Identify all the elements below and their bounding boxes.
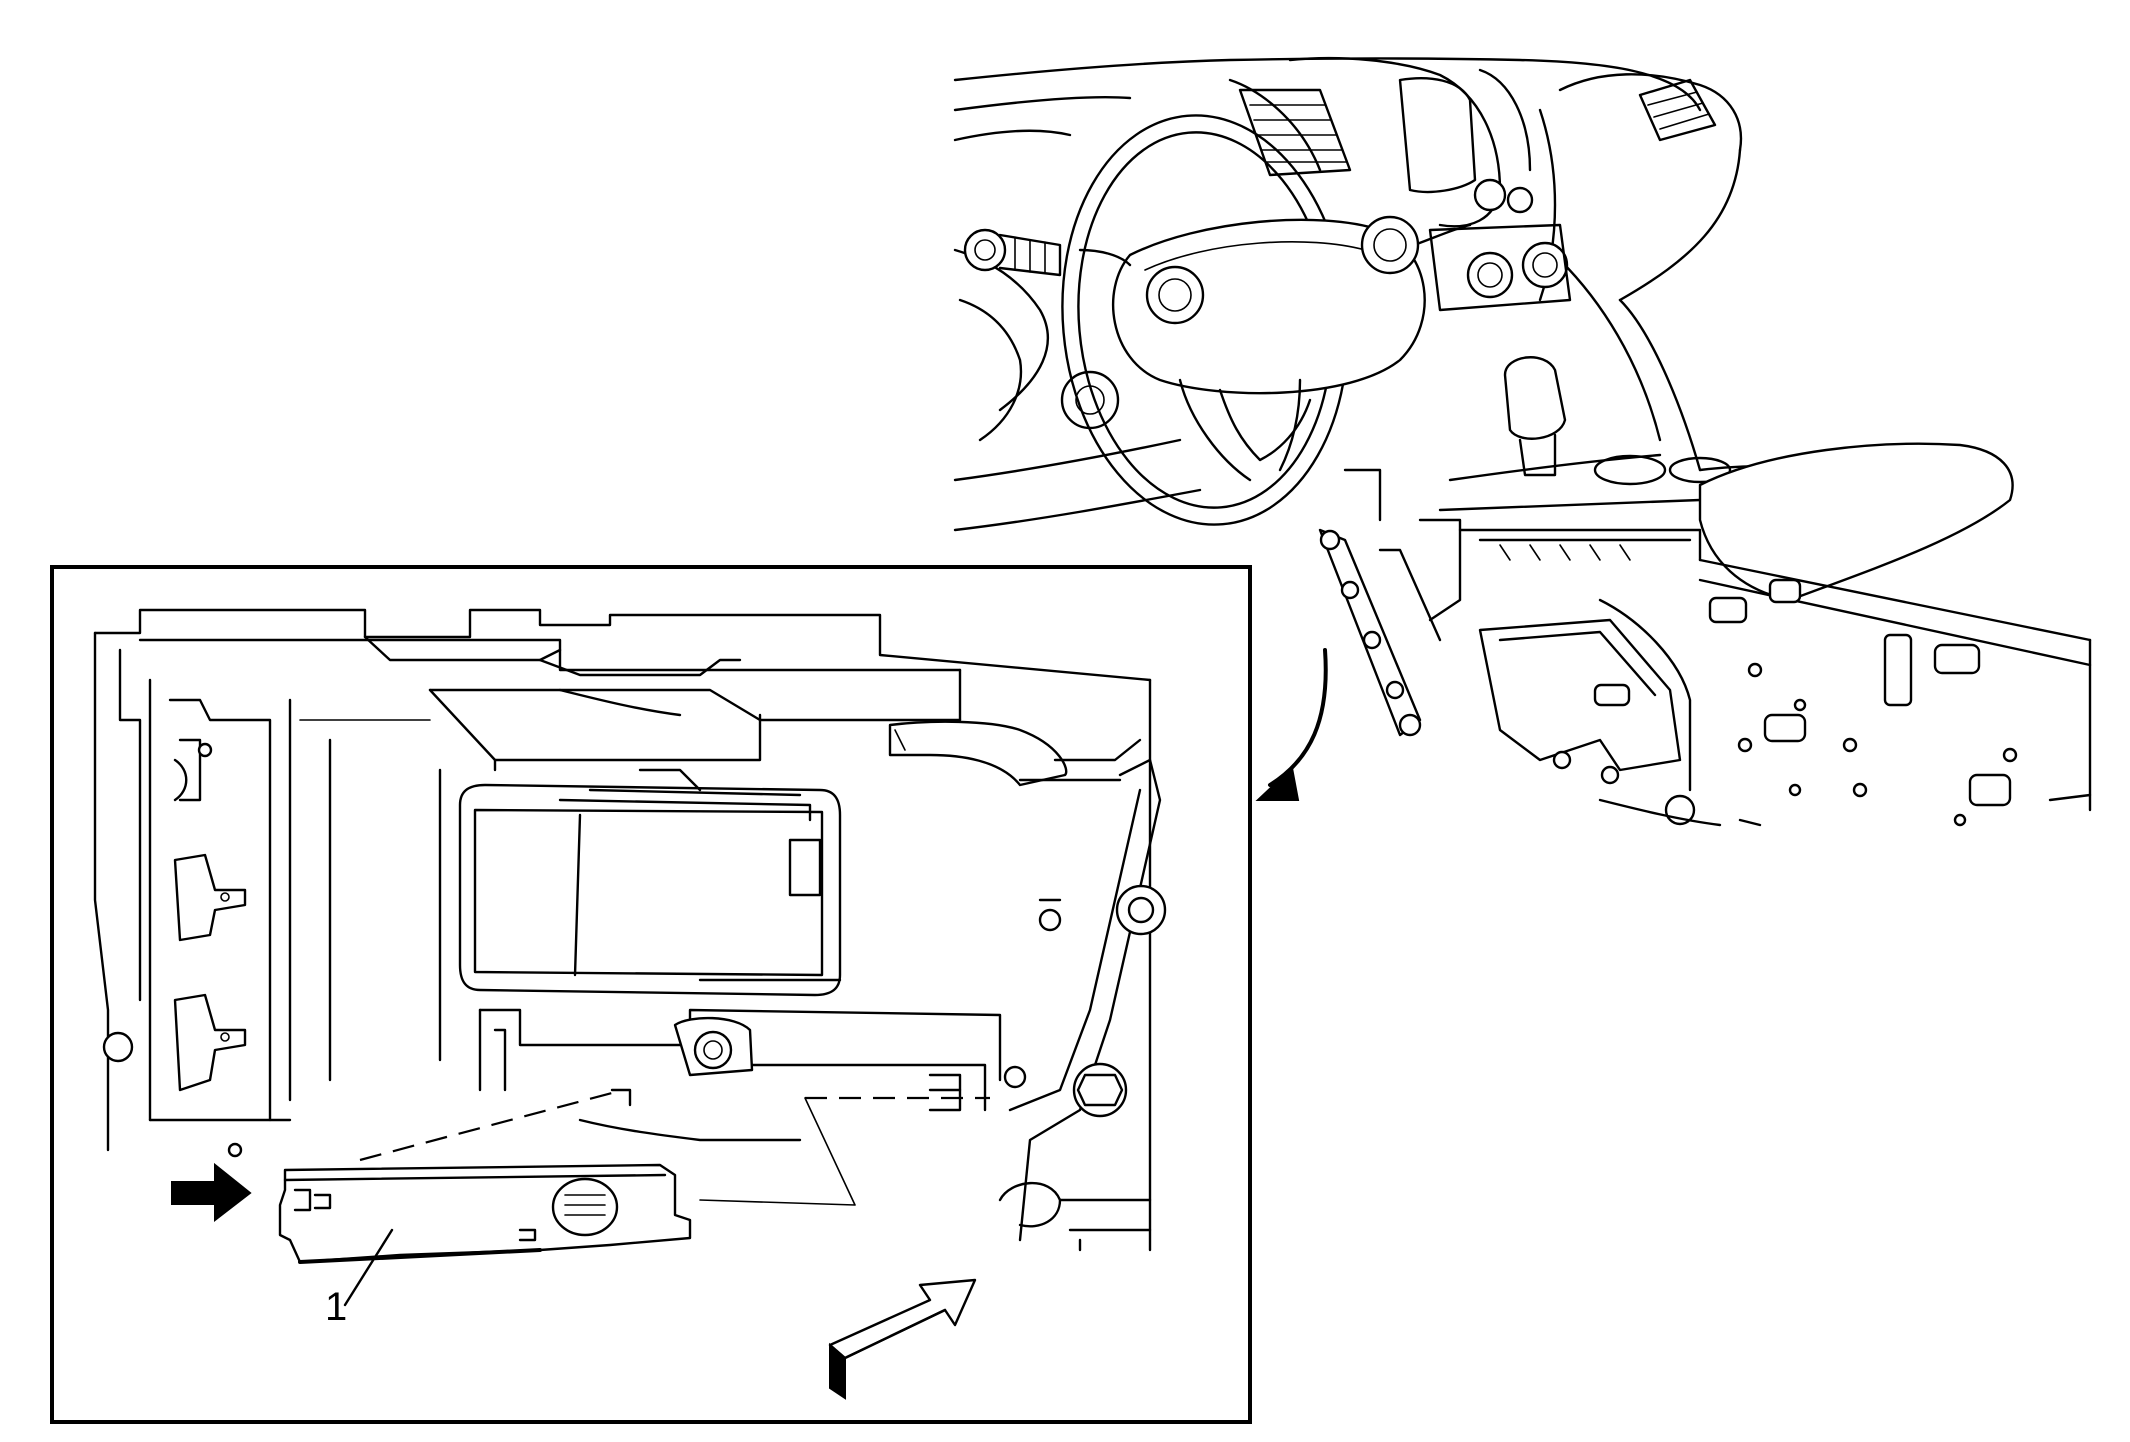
detail-view: 1 (50, 565, 1252, 1424)
left-bolt (102, 1031, 134, 1063)
install-guide-line (359, 1091, 613, 1162)
steering-wheel-button-right (1360, 215, 1420, 275)
center-vent (1238, 88, 1352, 177)
steering-column-brace (1318, 468, 1442, 737)
retainer-slot-vertical (1883, 633, 1913, 707)
detail-view-frame (50, 565, 1252, 1424)
module-bracket (478, 1008, 1002, 1142)
cupholder-front (1593, 454, 1667, 486)
hvac-duct (458, 783, 842, 997)
install-direction-arrow (828, 1278, 977, 1400)
bracket-plate (1478, 618, 1682, 772)
left-vent-knob (1060, 370, 1120, 430)
retainer-slot (1593, 683, 1631, 707)
left-connector-upper (173, 853, 247, 942)
steering-wheel-button-left (1145, 265, 1205, 325)
center-armrest (1698, 442, 2014, 602)
steering-column-bracket (998, 678, 1167, 1252)
retainer-slot (1968, 773, 2012, 807)
steering-wheel (1061, 114, 1472, 526)
hvac-knob-right (1521, 241, 1569, 289)
passenger-vent (1638, 78, 1717, 142)
retainer-slot (1763, 713, 1807, 743)
latch-arrow (171, 1162, 252, 1223)
bracket-nut (693, 1030, 733, 1070)
hvac-knob-left (1466, 251, 1514, 299)
vehicle-interior-overview (953, 56, 2092, 827)
wiring-conduit (888, 668, 1142, 787)
gear-shifter (1503, 356, 1567, 477)
module (278, 1163, 692, 1264)
cupholder-rear (1668, 456, 1732, 484)
left-connector-lower (173, 993, 247, 1092)
module-connector (551, 1177, 619, 1237)
retainer-slot (1933, 643, 1981, 675)
detail-pointer-arrow (1255, 648, 1328, 801)
callout-1-label: 1 (325, 1285, 347, 1329)
headlamp-switch (963, 228, 1062, 277)
callout-1-leader (343, 1228, 394, 1307)
